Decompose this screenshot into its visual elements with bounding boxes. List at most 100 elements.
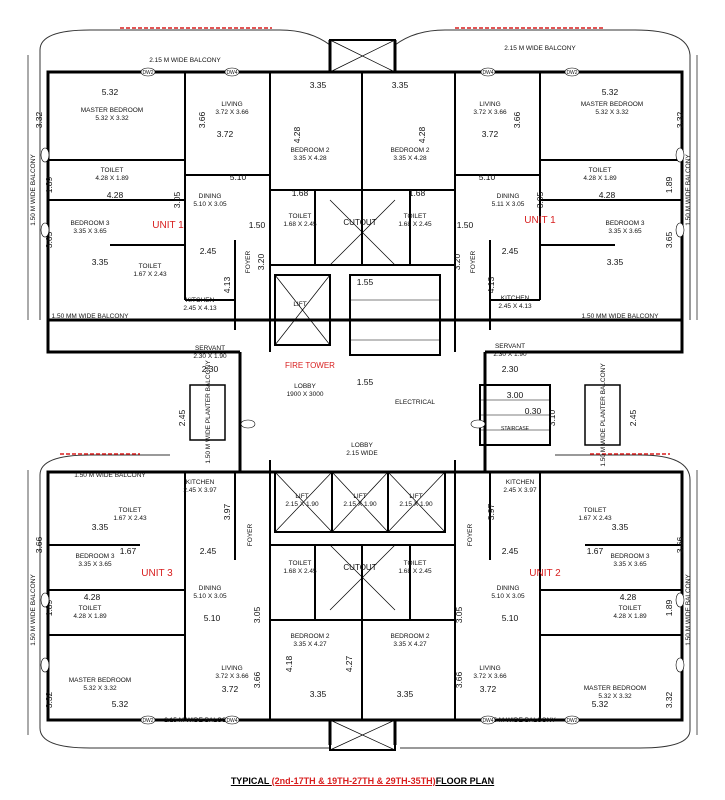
room-bedroom2-tl: BEDROOM 2: [290, 147, 329, 154]
vdim-397-br: 3.97: [486, 503, 496, 520]
tag-dw2-br: DW2: [566, 718, 577, 724]
room-master-bedroom-br-size: 5.32 X 3.32: [598, 693, 632, 700]
room-servant-tl-size: 2.30 X 1.90: [193, 353, 227, 360]
interior-walls-bottom: [48, 460, 682, 720]
dim-335-bl: 3.35: [92, 522, 109, 532]
balcony-label-top-right: 2.15 M WIDE BALCONY: [504, 45, 576, 52]
dim-335-bottom-r: 3.35: [397, 689, 414, 699]
dim-155-bot: 1.55: [357, 377, 374, 387]
dim-532-bl: 5.32: [112, 699, 129, 709]
opening-tags: [40, 67, 685, 725]
lift-bottom-1-size: 2.15 X 1.90: [285, 501, 319, 508]
dim-372-br: 3.72: [480, 684, 497, 694]
vdim-332-br: 3.32: [664, 691, 674, 708]
staircase-label: STAIRCASE: [501, 426, 530, 432]
room-toilet-small-tr: TOILET: [404, 213, 427, 220]
lift-bottom-3: LIFT: [409, 493, 422, 500]
dim-168-tr: 1.68: [409, 188, 426, 198]
vdim-332-bl: 3.32: [44, 691, 54, 708]
room-servant-tr-size: 2.30 X 1.90: [493, 351, 527, 358]
room-bedroom2-tl-size: 3.35 X 4.28: [293, 155, 327, 162]
room-bedroom2-br: BEDROOM 2: [390, 633, 429, 640]
vdim-189-br: 1.89: [664, 599, 674, 616]
vdim-427: 4.27: [344, 655, 354, 672]
dim-428-br: 4.28: [620, 592, 637, 602]
lift-bottom-2-size: 2.15 X 1.90: [343, 501, 377, 508]
vdim-305-tr: 3.05: [535, 191, 545, 208]
room-toilet-xs-br: TOILET: [584, 507, 607, 514]
lift-bottom-3-size: 2.15 X 1.90: [399, 501, 433, 508]
dim-300: 3.00: [507, 390, 524, 400]
balcony-label-side-right: 1.50 M WIDE BALCONY: [685, 154, 692, 226]
room-foyer-tr: FOYER: [470, 251, 477, 274]
dim-168-tl: 1.68: [292, 188, 309, 198]
dim-245-bl: 2.45: [200, 546, 217, 556]
vdim-365-tr: 3.65: [664, 231, 674, 248]
planter-label-right: 1.50 M WIDE PLANTER BALCONY: [600, 363, 607, 467]
vdim-428-tr: 4.28: [417, 126, 427, 143]
room-bedroom2-br-size: 3.35 X 4.27: [393, 641, 427, 648]
room-master-bedroom-tr-size: 5.32 X 3.32: [595, 109, 629, 116]
room-toilet-small-br: TOILET: [404, 560, 427, 567]
dim-335-tr: 3.35: [607, 257, 624, 267]
room-bedroom3-tr: BEDROOM 3: [605, 220, 644, 227]
room-toilet-xs-bl: TOILET: [119, 507, 142, 514]
dim-335-br: 3.35: [612, 522, 629, 532]
vdim-189-tl: 1.89: [44, 176, 54, 193]
dim-030: 0.30: [525, 406, 542, 416]
cutout-top: CUTOUT: [343, 218, 376, 227]
dim-335-bottom-l: 3.35: [310, 689, 327, 699]
room-master-bedroom-tl-size: 5.32 X 3.32: [95, 115, 129, 122]
room-toilet-xs-br-size: 1.67 X 2.43: [578, 515, 612, 522]
balcony-label-bottom-left: 2.15 M WIDE BALCONY: [164, 717, 236, 724]
room-dining-tl: DINING: [199, 193, 222, 200]
room-bedroom2-tr-size: 3.35 X 4.28: [393, 155, 427, 162]
dim-230-tl: 2.30: [202, 364, 219, 374]
fire-tower-label: FIRE TOWER: [285, 361, 335, 370]
room-dining-br-size: 5.10 X 3.05: [491, 593, 525, 600]
room-bedroom3-br: BEDROOM 3: [610, 553, 649, 560]
vdim-245-planter-l: 2.45: [177, 409, 187, 426]
balcony-label-mid-right: 1.50 MM WIDE BALCONY: [582, 313, 660, 320]
vdim-332-tl: 3.32: [34, 111, 44, 128]
room-dining-tr: DINING: [497, 193, 520, 200]
room-kitchen-br-size: 2.45 X 3.97: [503, 487, 537, 494]
vdim-413-tr: 4.13: [486, 276, 496, 293]
room-toilet-xs-tl-size: 1.67 X 2.43: [133, 271, 167, 278]
room-toilet-small-bl-size: 1.68 X 2.45: [283, 568, 317, 575]
room-toilet-br: TOILET: [619, 605, 642, 612]
dim-372-tl: 3.72: [217, 129, 234, 139]
dim-245-tr: 2.45: [502, 246, 519, 256]
unit-1-label-right: UNIT 1: [524, 215, 556, 226]
room-bedroom3-bl: BEDROOM 3: [75, 553, 114, 560]
room-bedroom2-bl-size: 3.35 X 4.27: [293, 641, 327, 648]
lobby-label-wide-size: 2.15 WIDE: [346, 450, 378, 457]
room-bedroom3-br-size: 3.35 X 3.65: [613, 561, 647, 568]
dim-428-tl: 4.28: [107, 190, 124, 200]
dim-428-bl: 4.28: [84, 592, 101, 602]
room-toilet-tl: TOILET: [101, 167, 124, 174]
unit-2-label: UNIT 2: [529, 568, 561, 579]
room-dining-br: DINING: [497, 585, 520, 592]
room-living-tr-size: 3.72 X 3.66: [473, 109, 507, 116]
room-dining-bl: DINING: [199, 585, 222, 592]
red-marks: [60, 27, 670, 455]
dim-428-tr: 4.28: [599, 190, 616, 200]
room-toilet-small-br-size: 1.68 X 2.45: [398, 568, 432, 575]
dim-top-335-l: 3.35: [310, 80, 327, 90]
room-living-tl: LIVING: [221, 101, 242, 108]
vdim-305-tl: 3.05: [172, 191, 182, 208]
main-walls: [46, 40, 684, 745]
vdim-366-bl: 3.66: [34, 536, 44, 553]
room-kitchen-bl: KITCHEN: [186, 479, 215, 486]
tag-dw4-tl: DW4: [226, 70, 237, 76]
room-master-bedroom-bl-size: 5.32 X 3.32: [83, 685, 117, 692]
vdim-245-planter-r: 2.45: [628, 409, 638, 426]
room-toilet-small-tr-size: 1.68 X 2.45: [398, 221, 432, 228]
vdim-418: 4.18: [284, 655, 294, 672]
room-living-br: LIVING: [479, 665, 500, 672]
dim-510-br: 5.10: [502, 613, 519, 623]
dim-372-tr: 3.72: [482, 129, 499, 139]
vdim-320-tr: 3.20: [452, 253, 462, 270]
